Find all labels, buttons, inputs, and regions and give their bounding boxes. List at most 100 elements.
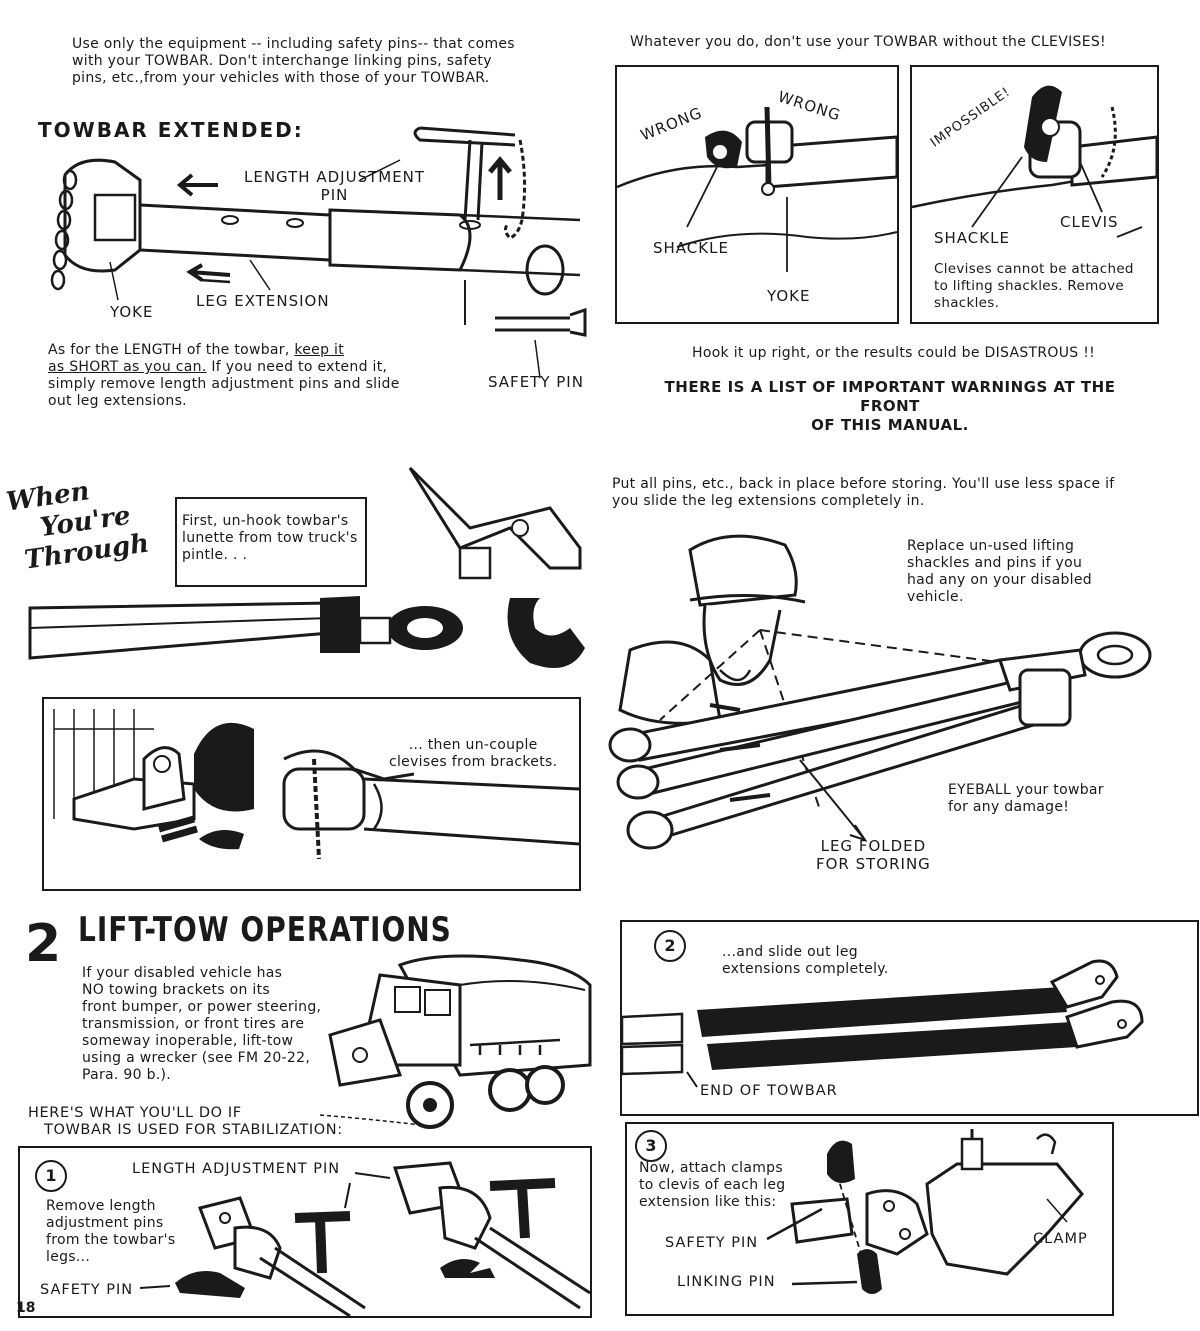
leg-folded-line: FOR STORING	[816, 855, 931, 873]
step1-text: Remove length adjustment pins from the t…	[46, 1198, 175, 1266]
heres-what-line: TOWBAR IS USED FOR STABILIZATION:	[44, 1122, 343, 1138]
step2-panel: 2 ...and slide out leg extensions comple…	[620, 920, 1199, 1116]
label-line: PIN	[320, 186, 349, 204]
lunette-pintle-illustration	[28, 466, 585, 668]
replace-note-line: vehicle.	[907, 589, 964, 605]
label-safety-pin: SAFETY PIN	[488, 373, 584, 391]
lift-tow-line: using a wrecker (see FM 20-22,	[82, 1050, 311, 1066]
manual-warning-line: OF THIS MANUAL.	[811, 416, 969, 434]
length-note-underline: keep it	[294, 342, 344, 358]
manual-warning: THERE IS A LIST OF IMPORTANT WARNINGS AT…	[650, 378, 1130, 435]
impossible-panel: IMPOSSIBLE! SHACKLE CLEVIS Clevises cann…	[910, 65, 1159, 324]
replace-note: Replace un-used lifting shackles and pin…	[907, 538, 1092, 606]
intro-line: pins, etc.,from your vehicles with those…	[72, 70, 490, 86]
wrong-hookup-illustration	[616, 106, 899, 272]
lift-tow-line: someway inoperable, lift-tow	[82, 1033, 294, 1049]
clevis-note: Clevises cannot be attached to lifting s…	[934, 261, 1134, 312]
step2-text: ...and slide out leg extensions complete…	[722, 944, 889, 978]
replace-note-line: Replace un-used lifting	[907, 538, 1075, 554]
eyeball-note: EYEBALL your towbar for any damage!	[948, 782, 1104, 816]
lift-tow-line: NO towing brackets on its	[82, 982, 270, 998]
towbar-extended-illustration	[50, 126, 587, 379]
label-yoke: YOKE	[110, 303, 154, 321]
section-title: LIFT-TOW OPERATIONS	[78, 910, 452, 950]
clevis-note-line: Clevises cannot be attached	[934, 261, 1134, 277]
page-number: 18	[16, 1300, 36, 1316]
length-note: As for the LENGTH of the towbar, keep it…	[48, 342, 400, 410]
uncouple-line: ... then un-couple	[408, 737, 538, 753]
heres-what-line: HERE'S WHAT YOU'LL DO IF	[28, 1105, 242, 1121]
unhook-line: pintle. . .	[182, 547, 248, 563]
hookup-warning: Hook it up right, or the results could b…	[692, 345, 1096, 361]
step3-line: to clevis of each leg	[639, 1177, 786, 1193]
clevis-note-line: to lifting shackles. Remove	[934, 278, 1124, 294]
unhook-text: First, un-hook towbar's lunette from tow…	[177, 499, 365, 578]
truck-illustration	[319, 954, 592, 1129]
step1-line: legs...	[46, 1249, 91, 1265]
uncouple-panel: ... then un-couple clevises from bracket…	[42, 697, 581, 891]
label-safety-pin: SAFETY PIN	[40, 1282, 134, 1298]
storing-intro-line: you slide the leg extensions completely …	[612, 493, 925, 509]
manual-warning-line: THERE IS A LIST OF IMPORTANT WARNINGS AT…	[664, 378, 1116, 415]
clevises-heading: Whatever you do, don't use your TOWBAR w…	[630, 34, 1106, 50]
replace-note-line: had any on your disabled	[907, 572, 1092, 588]
step3-number: 3	[635, 1130, 667, 1162]
leg-folded-label: LEG FOLDED FOR STORING	[816, 837, 931, 873]
uncouple-line: clevises from brackets.	[389, 754, 558, 770]
step2-illustration	[620, 959, 1144, 1088]
wrong-panel: WRONG WRONG SHACKLE YOKE	[615, 65, 899, 324]
section-number: 2	[25, 914, 64, 974]
clevis-note-line: shackles.	[934, 295, 1000, 311]
length-note-line: simply remove length adjustment pins and…	[48, 376, 400, 392]
label-shackle: SHACKLE	[934, 229, 1010, 247]
step1-number: 1	[35, 1160, 67, 1192]
label-end-of-towbar: END OF TOWBAR	[700, 1083, 838, 1099]
lift-tow-line: Para. 90 b.).	[82, 1067, 172, 1083]
label-clamp: CLAMP	[1033, 1231, 1088, 1247]
towbar-extended-heading: TOWBAR EXTENDED:	[38, 118, 304, 142]
uncouple-illustration	[53, 709, 580, 860]
step1-line: adjustment pins	[46, 1215, 164, 1231]
length-note-text: If you need to extend it,	[206, 359, 388, 375]
lift-tow-body: If your disabled vehicle has NO towing b…	[82, 965, 321, 1084]
length-note-underline: as SHORT as you can.	[48, 359, 207, 375]
label-clevis: CLEVIS	[1060, 213, 1119, 231]
lift-tow-line: transmission, or front tires are	[82, 1016, 305, 1032]
intro-line: Use only the equipment -- including safe…	[72, 36, 515, 52]
step3-line: Now, attach clamps	[639, 1160, 783, 1176]
leg-folded-line: LEG FOLDED	[820, 837, 927, 855]
heres-what-heading: HERE'S WHAT YOU'LL DO IF TOWBAR IS USED …	[28, 1105, 343, 1139]
step1-line: Remove length	[46, 1198, 156, 1214]
intro-line: with your TOWBAR. Don't interchange link…	[72, 53, 492, 69]
step3-text: Now, attach clamps to clevis of each leg…	[639, 1160, 785, 1211]
unhook-line: lunette from tow truck's	[182, 530, 358, 546]
step3-panel: 3 Now, attach clamps to clevis of each l…	[625, 1122, 1114, 1316]
step2-number: 2	[654, 930, 686, 962]
label-linking-pin: LINKING PIN	[677, 1274, 776, 1290]
length-note-line: out leg extensions.	[48, 393, 187, 409]
step3-line: extension like this:	[639, 1194, 777, 1210]
uncouple-text: ... then un-couple clevises from bracket…	[389, 737, 557, 771]
eyeball-note-line: for any damage!	[948, 799, 1070, 815]
step1-illustration	[139, 1161, 591, 1318]
eyeball-towbar-illustration	[608, 534, 1152, 850]
impossible-hookup-illustration	[911, 85, 1159, 238]
storing-intro: Put all pins, etc., back in place before…	[612, 476, 1115, 510]
label-shackle: SHACKLE	[653, 239, 729, 257]
step1-panel: 1 LENGTH ADJUSTMENT PIN Remove length ad…	[18, 1146, 592, 1318]
storing-intro-line: Put all pins, etc., back in place before…	[612, 476, 1115, 492]
eyeball-note-line: EYEBALL your towbar	[948, 782, 1104, 798]
unhook-box: First, un-hook towbar's lunette from tow…	[175, 497, 367, 587]
step1-line: from the towbar's	[46, 1232, 176, 1248]
length-note-line: As for the LENGTH of the towbar, keep it	[48, 342, 400, 359]
length-note-line: as SHORT as you can. If you need to exte…	[48, 359, 400, 376]
label-length-adjustment-pin: LENGTH ADJUSTMENT PIN	[244, 168, 425, 204]
unhook-line: First, un-hook towbar's	[182, 513, 349, 529]
lift-tow-line: If your disabled vehicle has	[82, 965, 283, 981]
label-safety-pin: SAFETY PIN	[665, 1235, 759, 1251]
lift-tow-line: front bumper, or power steering,	[82, 999, 322, 1015]
label-length-adjustment-pin: LENGTH ADJUSTMENT PIN	[132, 1161, 341, 1177]
label-yoke: YOKE	[767, 287, 811, 305]
step3-illustration	[766, 1129, 1084, 1294]
replace-note-line: shackles and pins if you	[907, 555, 1083, 571]
